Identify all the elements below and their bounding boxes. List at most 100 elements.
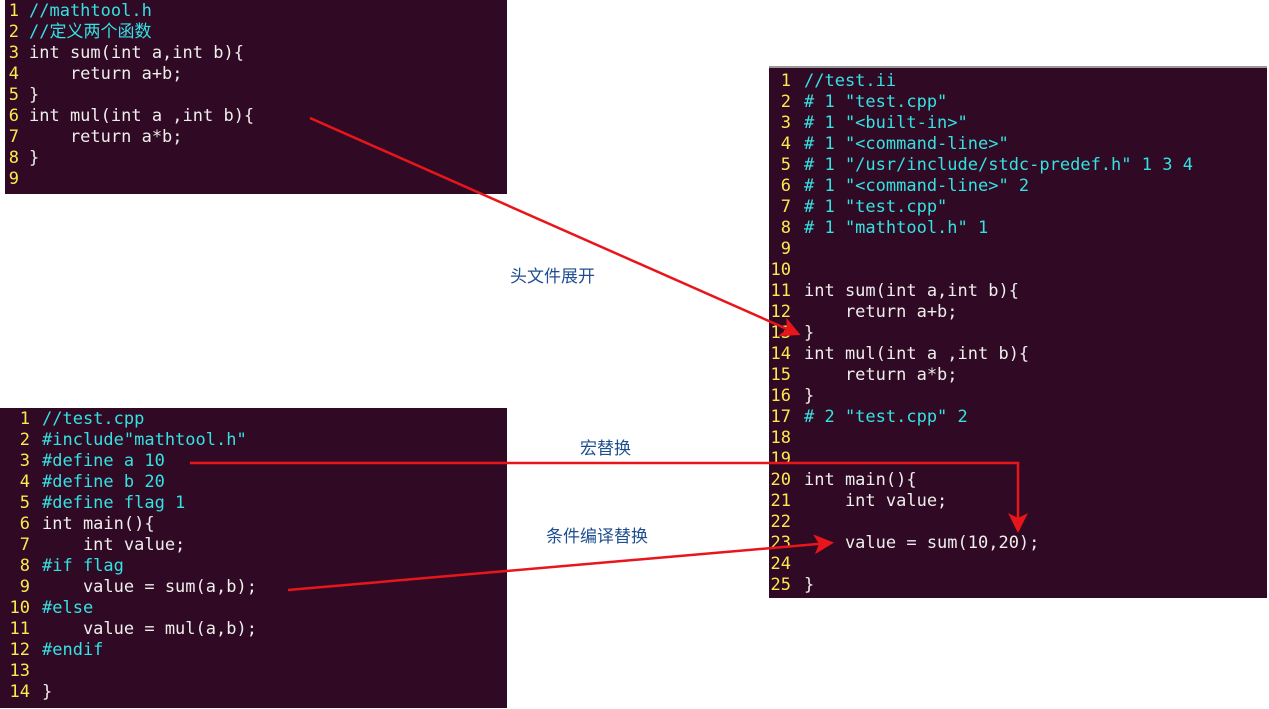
line-number: 1: [780, 71, 791, 91]
line-number: 8: [19, 556, 30, 576]
code-line: 25}: [769, 575, 1267, 596]
line-number: 12: [770, 302, 791, 322]
code-line: 4# 1 "<command-line>": [769, 134, 1267, 155]
code-line: 16}: [769, 386, 1267, 407]
code-text: #endif: [42, 640, 104, 660]
code-text: #define a 10: [42, 451, 165, 471]
line-number: 3: [8, 43, 19, 63]
line-number: 3: [780, 113, 791, 133]
line-number: 4: [8, 64, 19, 84]
code-line: 2//定义两个函数: [5, 22, 507, 43]
line-number: 8: [8, 148, 19, 168]
line-number: 10: [9, 598, 30, 618]
line-number: 7: [780, 197, 791, 217]
line-number: 13: [770, 323, 791, 343]
code-text: }: [29, 85, 40, 105]
line-number: 25: [770, 575, 791, 595]
code-line: 1 //test.cpp: [0, 409, 507, 430]
code-text: #define b 20: [42, 472, 165, 492]
code-text: int mul(int a ,int b){: [29, 106, 255, 126]
code-text: # 1 "test.cpp": [804, 92, 948, 112]
code-line: 12 #endif: [0, 640, 507, 661]
code-text: # 2 "test.cpp" 2: [804, 407, 968, 427]
code-text: int value;: [42, 535, 186, 555]
code-text: }: [804, 386, 815, 406]
code-text: //test.cpp: [42, 409, 145, 429]
code-line: 9 value = sum(a,b);: [0, 577, 507, 598]
line-number: 11: [9, 619, 30, 639]
code-text: # 1 "mathtool.h" 1: [804, 218, 989, 238]
code-text: }: [42, 682, 53, 702]
line-number: 21: [770, 491, 791, 511]
code-line: 3 # 1 "<built-in>": [769, 113, 1267, 134]
line-number: 10: [770, 260, 791, 280]
line-number: 12: [9, 640, 30, 660]
code-line: 4 return a+b;: [5, 64, 507, 85]
code-line: 10 #else: [0, 598, 507, 619]
line-number: 15: [770, 365, 791, 385]
code-line: 14}: [0, 682, 507, 703]
code-line: 11 value = mul(a,b);: [0, 619, 507, 640]
line-number: 6: [19, 514, 30, 534]
code-line: 1//mathtool.h: [5, 1, 507, 22]
line-number: 2: [8, 22, 19, 42]
code-line: 6 # 1 "<command-line>" 2: [769, 176, 1267, 197]
line-number: 24: [770, 554, 791, 574]
code-text: # 1 "<command-line>" 2: [804, 176, 1030, 196]
code-text: }: [804, 575, 815, 595]
line-number: 9: [19, 577, 30, 597]
code-text: # 1 "<built-in>": [804, 113, 968, 133]
code-line: 17# 2 "test.cpp" 2: [769, 407, 1267, 428]
line-number: 2: [780, 92, 791, 112]
line-number: 5: [780, 155, 791, 175]
code-line: 4 #define b 20: [0, 472, 507, 493]
code-line: 13: [0, 661, 507, 682]
code-line: 7 return a*b;: [5, 127, 507, 148]
line-number: 7: [19, 535, 30, 555]
code-text: # 1 "<command-line>": [804, 134, 1009, 154]
code-line: 15 return a*b;: [769, 365, 1267, 386]
code-line: 2#include"mathtool.h": [0, 430, 507, 451]
code-text: int main(){: [804, 470, 917, 490]
code-line: 13}: [769, 323, 1267, 344]
code-line: 5}: [5, 85, 507, 106]
code-line: 2 # 1 "test.cpp": [769, 92, 1267, 113]
code-text: return a*b;: [804, 365, 958, 385]
line-number: 1: [19, 409, 30, 429]
header-expand-label: 头文件展开: [510, 267, 595, 287]
code-text: #include"mathtool.h": [42, 430, 247, 450]
code-line: 5 # 1 "/usr/include/stdc-predef.h" 1 3 4: [769, 155, 1267, 176]
code-line: 12 return a+b;: [769, 302, 1267, 323]
code-text: # 1 "/usr/include/stdc-predef.h" 1 3 4: [804, 155, 1193, 175]
line-number: 9: [8, 169, 19, 189]
line-number: 14: [9, 682, 30, 702]
line-number: 11: [770, 281, 791, 301]
code-line: 24: [769, 554, 1267, 575]
code-line: 19: [769, 449, 1267, 470]
code-text: value = sum(10,20);: [804, 533, 1040, 553]
code-text: int main(){: [42, 514, 155, 534]
code-line: 21 int value;: [769, 491, 1267, 512]
code-text: }: [804, 323, 815, 343]
line-number: 5: [8, 85, 19, 105]
line-number: 6: [780, 176, 791, 196]
code-line: 11 int sum(int a,int b){: [769, 281, 1267, 302]
code-text: //test.ii: [804, 71, 897, 91]
code-text: #else: [42, 598, 94, 618]
code-text: return a+b;: [804, 302, 958, 322]
code-line: 9: [5, 169, 507, 190]
line-number: 7: [8, 127, 19, 147]
code-text: int sum(int a,int b){: [804, 281, 1019, 301]
code-line: 23 value = sum(10,20);: [769, 533, 1267, 554]
code-line: 22: [769, 512, 1267, 533]
code-line: 6 int main(){: [0, 514, 507, 535]
line-number: 19: [770, 449, 791, 469]
line-number: 3: [19, 451, 30, 471]
line-number: 4: [19, 472, 30, 492]
